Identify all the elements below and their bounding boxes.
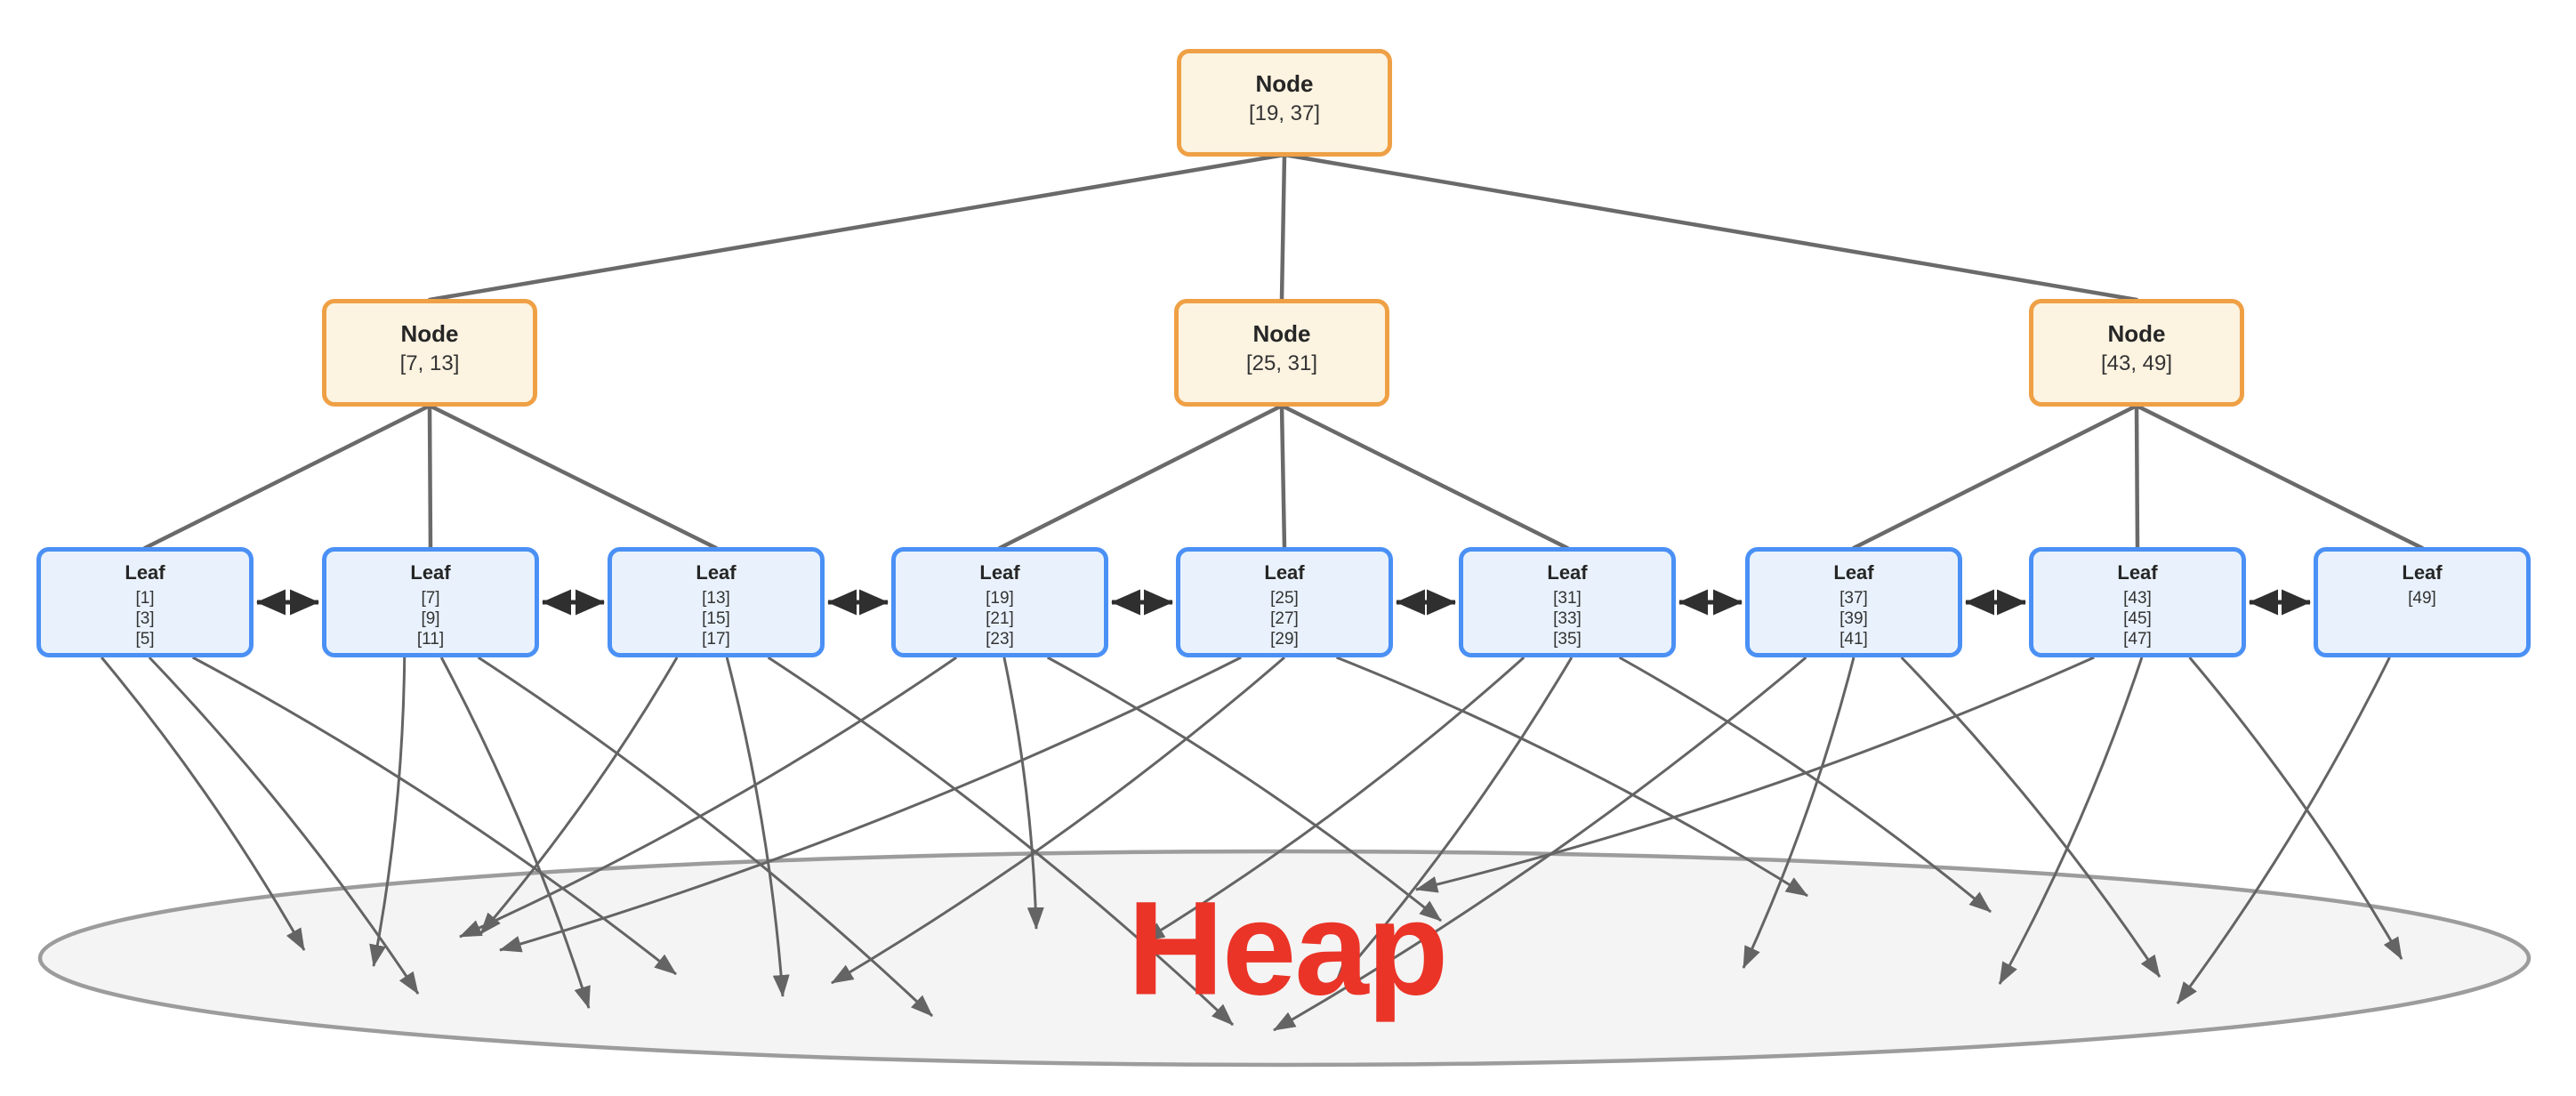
heap-ellipse xyxy=(37,849,2532,1068)
heap-pointer-arrow xyxy=(479,657,679,935)
heap-pointer-arrow xyxy=(1900,656,2161,978)
heap-pointer-arrow xyxy=(1046,656,1442,923)
heap-pointer-arrow xyxy=(1618,656,1992,914)
tree-edge xyxy=(2134,403,2425,551)
internal-node: Node [43, 49] xyxy=(2029,299,2244,407)
heap-pointer-arrow xyxy=(191,656,677,976)
leaf-value: [9] xyxy=(421,609,440,628)
tree-edge xyxy=(1851,403,2139,551)
heap-pointer-arrow xyxy=(2188,657,2403,960)
node-keys: [19, 37] xyxy=(1248,101,1321,125)
heap-pointer-arrow xyxy=(1742,657,1856,969)
leaf-title: Leaf xyxy=(1547,561,1588,584)
tree-edge xyxy=(1279,403,1287,551)
heap-pointer-arrow xyxy=(1332,657,1574,987)
leaf-value: [25] xyxy=(1270,589,1299,608)
leaf-value: [49] xyxy=(2408,589,2436,608)
leaf-node: Leaf [49] xyxy=(2314,547,2531,657)
tree-edge xyxy=(427,403,719,551)
node-title: Node xyxy=(1252,320,1311,347)
leaf-value: [43] xyxy=(2123,589,2152,608)
leaf-value: [29] xyxy=(1270,630,1299,649)
heap-pointer-arrow xyxy=(725,657,790,997)
leaf-value: [31] xyxy=(1553,589,1582,608)
node-keys: [25, 31] xyxy=(1245,351,1318,375)
leaf-node: Leaf [1][3] [5] xyxy=(36,547,254,657)
leaf-value: [13] xyxy=(702,589,730,608)
leaf-node: Leaf [7][9] [11] xyxy=(322,547,539,657)
tree-edge xyxy=(1282,152,2139,302)
leaf-value: [39] xyxy=(1839,609,1868,628)
heap-pointer-arrow xyxy=(477,656,934,1018)
leaf-node: Leaf [19][21] [23] xyxy=(891,547,1108,657)
leaf-title: Leaf xyxy=(1264,561,1305,584)
tree-edge xyxy=(997,403,1284,551)
node-keys: [43, 49] xyxy=(2100,351,2173,375)
leaf-value: [1] xyxy=(135,589,155,608)
heap-pointer-arrow xyxy=(101,657,306,951)
tree-edge xyxy=(142,403,432,551)
heap-pointer-arrow xyxy=(369,657,407,967)
heap-pointer-arrow xyxy=(2176,657,2391,1004)
heap-label: Heap xyxy=(1127,873,1449,1023)
heap-pointer-arrow xyxy=(1336,656,1808,898)
leaf-value: [37] xyxy=(1839,589,1868,608)
leaf-value: [17] xyxy=(702,630,730,649)
heap-pointer-arrow xyxy=(459,656,958,939)
leaf-node: Leaf [37][39] [41] xyxy=(1745,547,1962,657)
tree-edge xyxy=(427,152,1287,302)
node-title: Node xyxy=(400,320,459,347)
leaf-value: [47] xyxy=(2123,630,2152,649)
leaf-value: [7] xyxy=(421,589,440,608)
leaf-value: [35] xyxy=(1553,630,1582,649)
leaf-title: Leaf xyxy=(1833,561,1874,584)
leaf-value: [27] xyxy=(1270,609,1299,628)
leaf-value: [21] xyxy=(986,609,1014,628)
heap-pointer-arrow xyxy=(1002,657,1044,930)
internal-node: Node [25, 31] xyxy=(1174,299,1389,407)
heap-pointer-arrow xyxy=(439,657,591,1009)
leaf-title: Leaf xyxy=(410,561,451,584)
leaf-node: Leaf [43][45] [47] xyxy=(2029,547,2246,657)
tree-edge xyxy=(427,403,433,551)
root-node: Node [19, 37] xyxy=(1177,49,1392,157)
leaf-value: [23] xyxy=(986,630,1014,649)
heap-pointer-arrow xyxy=(1415,656,2095,893)
leaf-title: Leaf xyxy=(979,561,1020,584)
leaf-value: [41] xyxy=(1839,630,1868,649)
leaf-value: [19] xyxy=(986,589,1014,608)
node-title: Node xyxy=(2107,320,2166,347)
leaf-value: [33] xyxy=(1553,609,1582,628)
node-title: Node xyxy=(1255,70,1314,97)
node-keys: [7, 13] xyxy=(399,351,460,375)
leaf-value: [3] xyxy=(135,609,155,628)
leaf-title: Leaf xyxy=(696,561,737,584)
heap-pointer-arrow xyxy=(831,656,1285,985)
leaf-node: Leaf [31][33] [35] xyxy=(1459,547,1676,657)
leaf-title: Leaf xyxy=(2402,561,2443,584)
heap-pointer-arrow xyxy=(499,656,1242,953)
heap-pointer-arrow xyxy=(1142,656,1525,943)
leaf-node: Leaf [13][15] [17] xyxy=(608,547,825,657)
leaf-title: Leaf xyxy=(2117,561,2158,584)
leaf-value: [5] xyxy=(135,630,155,649)
heap-pointer-arrow xyxy=(767,656,1235,1027)
tree-edge xyxy=(1279,152,1287,302)
tree-edge xyxy=(1279,403,1570,551)
heap-pointer-arrow xyxy=(1998,657,2144,985)
leaf-title: Leaf xyxy=(125,561,165,584)
leaf-value: [15] xyxy=(702,609,730,628)
internal-node: Node [7, 13] xyxy=(322,299,537,407)
leaf-value: [45] xyxy=(2123,609,2152,628)
leaf-value: [11] xyxy=(416,630,445,649)
leaf-node: Leaf [25][27] [29] xyxy=(1176,547,1393,657)
